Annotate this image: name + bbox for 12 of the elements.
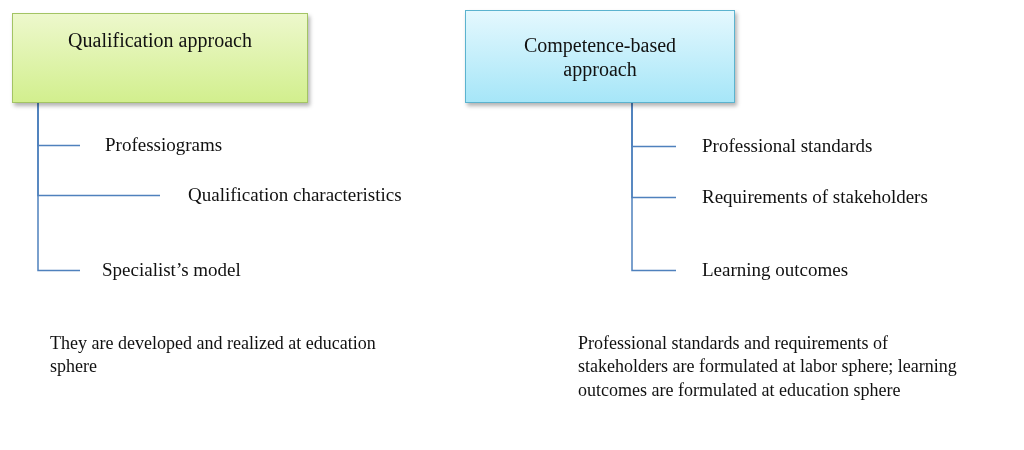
item-text: Professiograms (80, 130, 280, 160)
item-text: Specialist’s model (80, 255, 310, 285)
connector-line (631, 102, 677, 272)
approach-box: Qualification approach (12, 13, 308, 103)
note-text: They are developed and realized at education sphere (50, 332, 377, 379)
item-text: Requirements of stakeholders (676, 182, 1021, 212)
item-text: Professional standards (676, 131, 976, 161)
item-text: Learning outcomes (676, 255, 976, 285)
connector-line (37, 102, 81, 272)
approach-box: Competence-based approach (465, 10, 735, 103)
note-text: Professional standards and requirements of stakeholders are formulated at labor sphere; learning outcomes are formulated at education sphere (578, 332, 958, 402)
item-text: Qualification characteristics (160, 180, 500, 210)
